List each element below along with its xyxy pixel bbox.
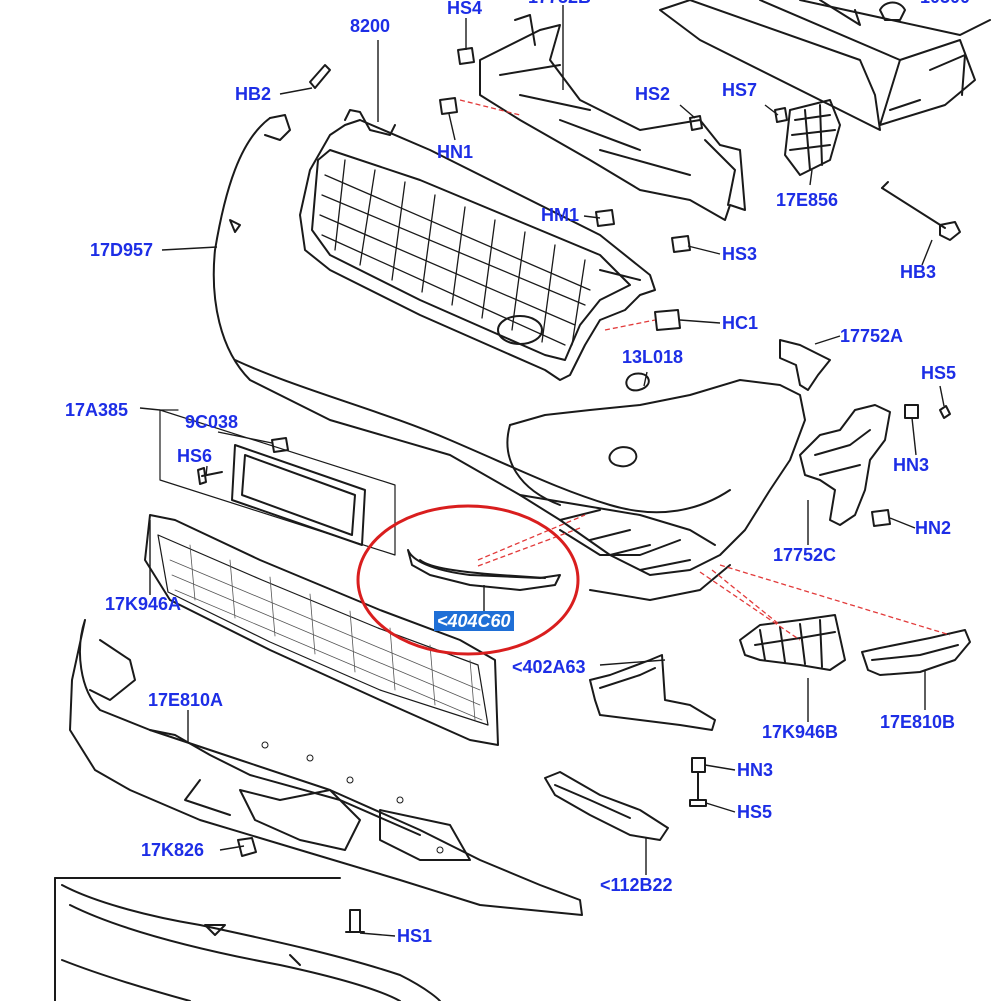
lower-valance [69, 619, 583, 916]
clip-hn2 [871, 509, 891, 527]
energy-absorber [479, 14, 746, 221]
screw-hs6 [197, 467, 223, 485]
label-404c60-selected[interactable]: <404C60 [434, 611, 514, 631]
label-hn3-upper: HN3 [893, 455, 930, 475]
bracket-402a63 [589, 654, 716, 731]
clip-hs7 [774, 107, 788, 123]
label-9c038: 9C038 [185, 412, 239, 432]
label-17752a: 17752A [840, 326, 904, 346]
label-hn1: HN1 [437, 142, 474, 162]
label-13l018: 13L018 [622, 347, 684, 367]
label-hs6: HS6 [177, 446, 213, 466]
label-17k826: 17K826 [141, 840, 205, 860]
label-hs1: HS1 [397, 926, 433, 946]
fog-lamp-mesh-right [739, 614, 846, 671]
label-hn2: HN2 [915, 518, 952, 538]
license-plate-panel [231, 444, 366, 546]
label-hc1: HC1 [722, 313, 759, 333]
fog-lamp-trim-right [861, 629, 971, 676]
clip-hn1 [439, 97, 458, 115]
clip-hs3 [671, 235, 691, 253]
label-8200: 8200 [350, 16, 391, 36]
license-plate-frame [159, 409, 396, 556]
label-hs5-lower: HS5 [737, 802, 773, 822]
bracket-17e856 [784, 99, 841, 176]
bolt-hb3 [881, 181, 961, 241]
label-17e810a: 17E810A [148, 690, 224, 710]
screw-hs1 [345, 909, 365, 933]
trim-strip-112b22 [544, 771, 669, 841]
label-hb3: HB3 [900, 262, 937, 282]
label-17a385: 17A385 [65, 400, 129, 420]
fastener-hs4 [457, 47, 475, 65]
label-hm1: HM1 [541, 205, 580, 225]
bumper-cover [212, 114, 806, 601]
fog-lamp-trim-left [407, 549, 561, 591]
label-hb2: HB2 [235, 84, 272, 104]
grille [299, 109, 656, 381]
label-17k946b: 17K946B [762, 722, 839, 742]
label-17d957: 17D957 [90, 240, 154, 260]
clip-hs2 [689, 115, 703, 131]
clip-hn3-upper [904, 404, 951, 419]
label-10500: 10500 [920, 0, 970, 7]
leader-lines [139, 5, 945, 937]
label-17752c: 17752C [773, 545, 837, 565]
label-hs2: HS2 [635, 84, 671, 104]
under-tray [54, 877, 441, 1001]
clip-17k826 [237, 837, 257, 857]
label-17k946a: 17K946A [105, 594, 182, 614]
bracket-17752c [799, 404, 891, 526]
label-402a63: <402A63 [512, 657, 586, 677]
label-hs4: HS4 [447, 0, 483, 18]
label-17752b: 17752B [528, 0, 591, 7]
highlight-circle [356, 504, 580, 656]
label-hs3: HS3 [722, 244, 758, 264]
crossmember-beam [659, 0, 991, 131]
label-112b22: <112B22 [600, 875, 673, 895]
fastener-hb2 [309, 64, 331, 89]
label-hn3-lower: HN3 [737, 760, 774, 780]
label-17e856: 17E856 [776, 190, 839, 210]
label-hs5-upper: HS5 [921, 363, 957, 383]
screw-9c038 [271, 437, 289, 453]
clip-hm1 [595, 209, 615, 227]
lower-grille-mesh [144, 514, 499, 746]
bracket-17752a [779, 339, 831, 391]
label-hs7: HS7 [722, 80, 758, 100]
assembly-guide-lines [459, 99, 951, 641]
label-17e810b: 17E810B [880, 712, 956, 732]
clip-hc1 [654, 309, 681, 331]
screw-stack-hn3-hs5 [689, 757, 707, 807]
